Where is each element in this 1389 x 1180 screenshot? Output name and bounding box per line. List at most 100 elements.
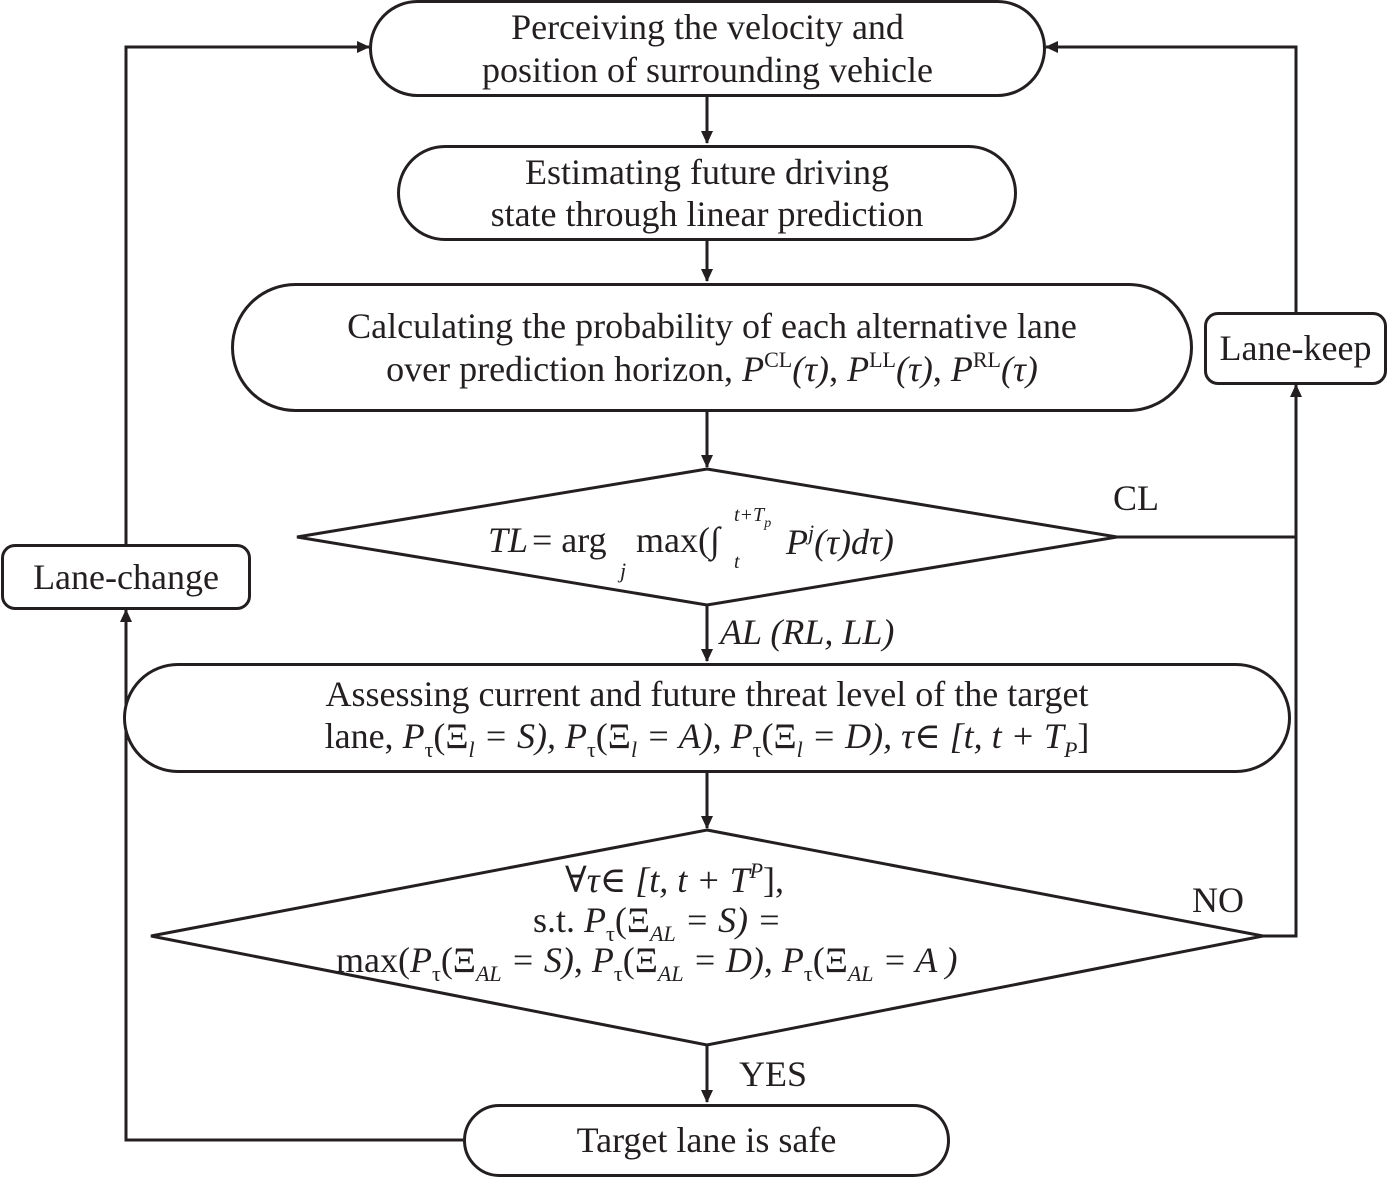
perceive-node: Perceiving the velocity and position of … [369, 0, 1046, 97]
max-eq-d: = D) [683, 940, 764, 980]
threat-xi: (Ξ [761, 716, 797, 757]
max-comma-1: , [573, 940, 592, 980]
lane-keep-label: Lane-keep [1219, 328, 1372, 369]
st-p: P [584, 900, 607, 940]
prob-rl-superscript: RL [972, 347, 1001, 372]
decision1-lower-limit: t [734, 551, 740, 573]
max-xi-1: (Ξ [440, 940, 476, 980]
integrand-p: P [786, 522, 808, 562]
max-p-3: P [781, 940, 804, 980]
prob-cl-symbol: P [742, 349, 765, 389]
threat-l-subscript: l [630, 737, 638, 763]
estimate-line-2: state through linear prediction [490, 194, 924, 234]
upper-limit-text: t+T [734, 504, 765, 526]
threat-l-subscript: l [468, 737, 475, 763]
st-xi: (Ξ [614, 900, 650, 940]
decision2-diamond [150, 828, 1264, 1047]
forall-superscript: P [749, 858, 764, 883]
st-prefix: s.t. [533, 900, 585, 940]
max-xi-3: (Ξ [812, 940, 848, 980]
decision1-arg: = arg [532, 520, 607, 560]
perceive-line-2: position of surrounding vehicle [482, 49, 933, 90]
prob-cl-superscript: CL [764, 347, 793, 372]
edge-label-cl: CL [1113, 478, 1160, 518]
assess-node: Assessing current and future threat leve… [123, 663, 1291, 773]
threat-term-dangerous: Pτ(Ξl = D), [730, 716, 901, 762]
time-interval-close: ] [1077, 716, 1090, 757]
prob-sep-1: , [829, 349, 848, 389]
prob-rl-symbol: P [950, 349, 973, 389]
prob-sep-2: , [932, 349, 951, 389]
decision1-diamond [296, 467, 1118, 607]
max-prefix: max( [336, 940, 410, 980]
threat-value: = A), [637, 716, 731, 757]
prob-ll-arg: (τ) [895, 349, 933, 389]
calculate-line-2: over prediction horizon, PCL(τ), PLL(τ),… [386, 347, 1038, 390]
threat-term-attentive: Pτ(Ξl = A), [564, 716, 731, 762]
estimate-line-1: Estimating future driving [525, 151, 889, 192]
max-comma-2: , [763, 940, 782, 980]
threat-p-symbol: P [402, 716, 425, 757]
st-al: AL [650, 921, 676, 946]
assess-line-2-prefix: lane, [324, 716, 403, 757]
threat-term-safe: Pτ(Ξl = S), [402, 716, 565, 762]
threat-xi: (Ξ [595, 716, 631, 757]
max-eq-a: = A ) [873, 940, 958, 980]
max-eq-s: = S) [501, 940, 574, 980]
threat-l-subscript: l [796, 737, 803, 763]
arrow-lane-change-to-perceive [124, 41, 370, 544]
max-xi-2: (Ξ [622, 940, 658, 980]
decision1-max: max(∫ [636, 520, 720, 560]
integrand-rest: (τ)dτ) [814, 522, 894, 562]
max-tau-3: τ [803, 961, 813, 986]
max-al-3: AL [847, 961, 874, 986]
safe-node: Target lane is safe [463, 1104, 950, 1177]
threat-p-symbol: P [730, 716, 753, 757]
connector-no-right [1263, 537, 1298, 938]
decision1-arg-subscript: j [620, 558, 627, 583]
decision1-lhs: TL [488, 520, 529, 560]
decision1-integrand: Pj(τ)dτ) [786, 520, 894, 562]
decision2-line-1: ∀τ∈ [t, t + TP], [565, 858, 785, 900]
max-p-1: P [409, 940, 432, 980]
threat-tau-subscript: τ [586, 737, 596, 763]
perceive-line-1: Perceiving the velocity and [511, 7, 904, 48]
lane-keep-node: Lane-keep [1204, 312, 1387, 385]
prob-ll-superscript: LL [869, 347, 896, 372]
max-p-2: P [591, 940, 614, 980]
max-al-1: AL [475, 961, 502, 986]
prob-ll-symbol: P [847, 349, 870, 389]
forall-close: ], [763, 860, 785, 900]
time-interval: τ∈ [t, t + T [901, 716, 1064, 757]
st-eq: = S) = [675, 900, 782, 940]
edge-label-no: NO [1192, 880, 1244, 920]
prob-rl-arg: (τ) [1000, 349, 1038, 389]
max-tau-1: τ [431, 961, 441, 986]
threat-tau-subscript: τ [424, 737, 434, 763]
calculate-line-1: Calculating the probability of each alte… [347, 305, 1077, 346]
decision2-line-2: s.t. Pτ(ΞAL = S) = [533, 902, 781, 945]
decision1-upper-limit: t+Tp [734, 505, 771, 531]
safe-label: Target lane is safe [576, 1120, 837, 1161]
threat-xi: (Ξ [433, 716, 469, 757]
assess-line-1: Assessing current and future threat leve… [325, 673, 1089, 714]
calculate-node: Calculating the probability of each alte… [231, 283, 1193, 412]
arrow-safe-to-lane-change [120, 609, 463, 1142]
assess-line-2: lane, Pτ(Ξl = S), Pτ(Ξl = A), Pτ(Ξl = D)… [325, 715, 1090, 763]
max-tau-2: τ [613, 961, 623, 986]
upper-limit-subscript: p [764, 516, 772, 531]
threat-value: = S), [474, 716, 565, 757]
st-tau: τ [606, 921, 615, 946]
prob-cl-arg: (τ) [792, 349, 830, 389]
calculate-line-2-prefix: over prediction horizon, [386, 349, 743, 389]
threat-p-symbol: P [564, 716, 587, 757]
edge-label-yes: YES [739, 1054, 808, 1094]
lane-change-label: Lane-change [33, 556, 219, 597]
decision2-line-3: max(Pτ(ΞAL = S), Pτ(ΞAL = D), Pτ(ΞAL = A… [336, 942, 958, 985]
estimate-node: Estimating future driving state through … [397, 145, 1017, 241]
arrow-lane-keep-to-perceive [1045, 41, 1298, 312]
integrand-superscript: j [808, 520, 815, 545]
threat-tau-subscript: τ [752, 737, 762, 763]
lane-change-node: Lane-change [1, 544, 251, 610]
